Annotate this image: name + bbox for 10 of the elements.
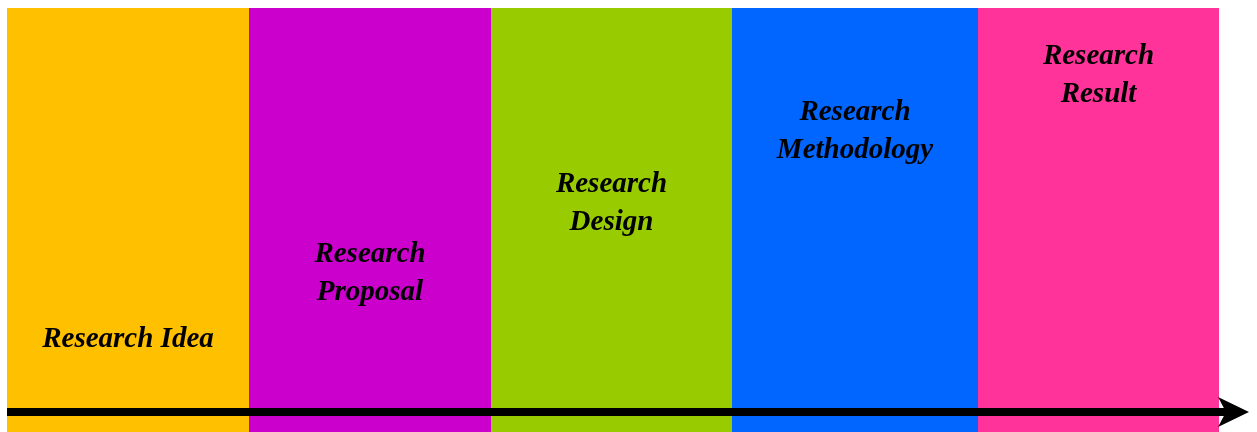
stage-label: Research Design: [554, 165, 669, 238]
stage-label: Research Methodology: [775, 93, 935, 166]
stage-label: Research Idea: [41, 320, 215, 355]
stage-column: [7, 8, 249, 432]
stage-column: [491, 8, 732, 432]
stage-column: [978, 8, 1219, 432]
stage-label: Research Proposal: [313, 235, 427, 308]
stage-column: [249, 8, 491, 432]
stage-column: [732, 8, 978, 432]
stage-label: Research Result: [1041, 37, 1156, 110]
